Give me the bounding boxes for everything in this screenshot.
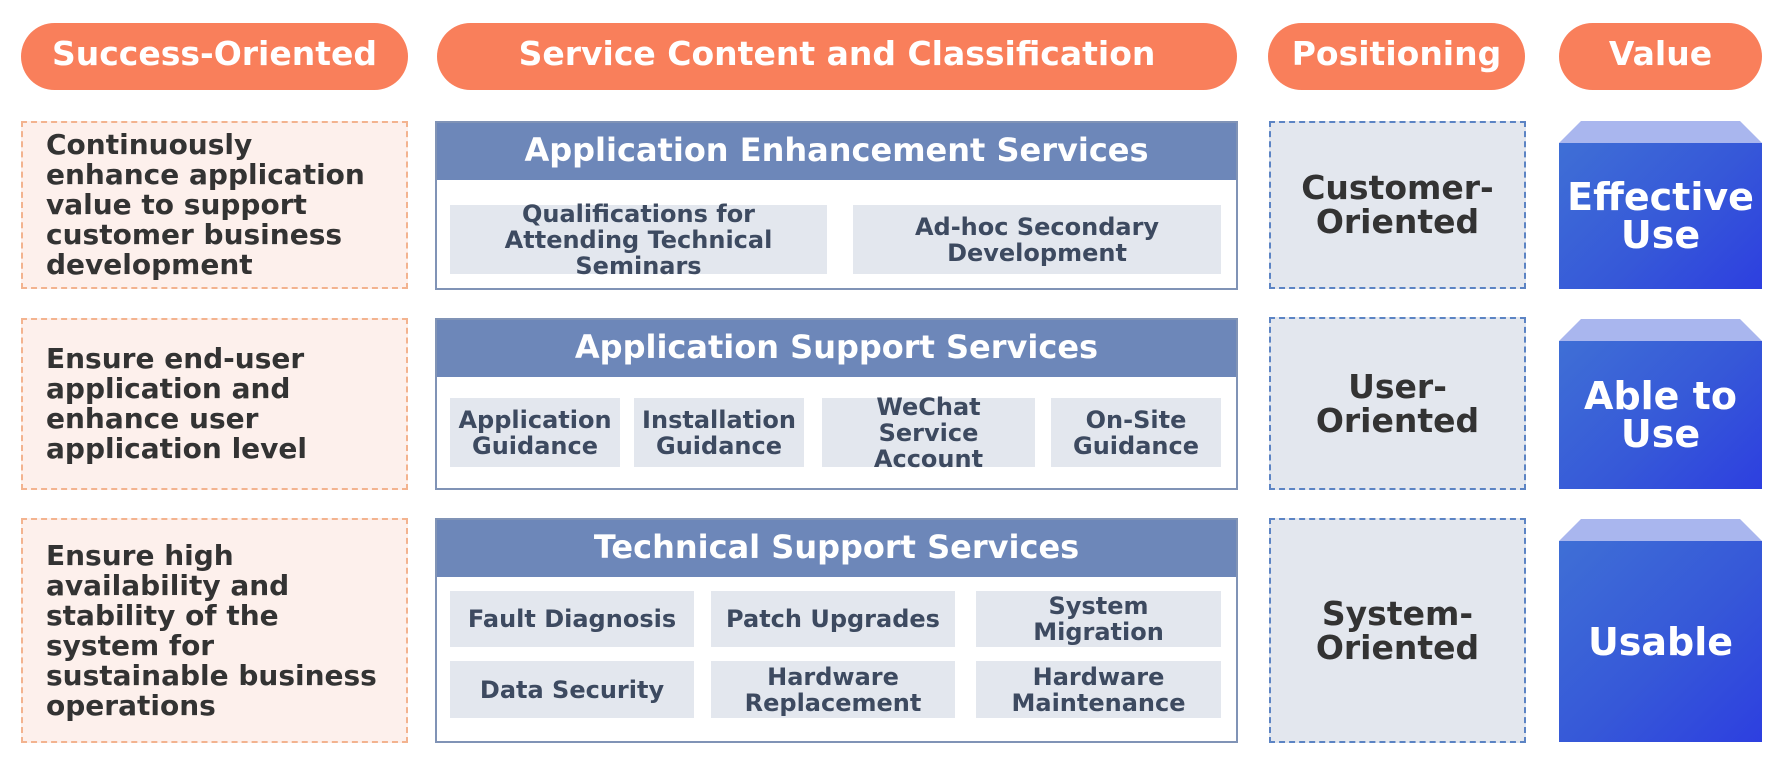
service-item: Patch Upgrades xyxy=(711,591,955,647)
value-text: Usable xyxy=(1559,541,1762,742)
header-positioning: Positioning xyxy=(1268,23,1525,90)
service-application-enhancement: Application Enhancement Services Qualifi… xyxy=(435,121,1238,290)
service-item: Qualifications for Attending Technical S… xyxy=(450,201,827,279)
header-success-oriented: Success-Oriented xyxy=(21,23,408,90)
value-cube-usable: Usable xyxy=(1559,519,1762,742)
positioning-text: User-Oriented xyxy=(1315,366,1480,440)
service-technical-support: Technical Support Services Fault Diagnos… xyxy=(435,518,1238,743)
service-item: System Migration xyxy=(976,591,1221,647)
value-cube-able-to-use: Able to Use xyxy=(1559,319,1762,489)
positioning-text: System-Oriented xyxy=(1315,593,1480,667)
cube-top xyxy=(1559,319,1762,341)
goal-row-1: Continuously enhance application value t… xyxy=(21,121,408,289)
cube-top xyxy=(1559,519,1762,541)
service-title: Application Support Services xyxy=(437,320,1236,377)
positioning-customer-oriented: Customer-Oriented xyxy=(1269,121,1526,289)
service-item: Hardware Maintenance xyxy=(976,661,1221,718)
service-item: WeChat Service Account xyxy=(822,394,1035,472)
service-item: Application Guidance xyxy=(450,398,620,467)
header-service-content: Service Content and Classification xyxy=(437,23,1237,90)
value-text: Effective Use xyxy=(1559,143,1762,289)
service-title: Technical Support Services xyxy=(437,520,1236,577)
service-item: Installation Guidance xyxy=(634,398,804,467)
cube-top xyxy=(1559,121,1762,143)
goal-row-2: Ensure end-user application and enhance … xyxy=(21,318,408,490)
positioning-text: Customer-Oriented xyxy=(1301,168,1494,241)
service-title: Application Enhancement Services xyxy=(437,123,1236,180)
positioning-user-oriented: User-Oriented xyxy=(1269,317,1526,490)
service-item: Hardware Replacement xyxy=(711,661,955,718)
header-value: Value xyxy=(1559,23,1762,90)
value-text: Able to Use xyxy=(1559,341,1762,489)
positioning-system-oriented: System-Oriented xyxy=(1269,518,1526,743)
goal-row-3: Ensure high availability and stability o… xyxy=(21,518,408,743)
service-item: Fault Diagnosis xyxy=(450,591,694,647)
goal-text: Ensure high availability and stability o… xyxy=(46,538,377,722)
service-item: Ad-hoc Secondary Development xyxy=(853,205,1221,274)
goal-text: Ensure end-user application and enhance … xyxy=(46,342,307,465)
service-item: On-Site Guidance xyxy=(1051,398,1221,467)
goal-text: Continuously enhance application value t… xyxy=(46,128,365,281)
value-cube-effective-use: Effective Use xyxy=(1559,121,1762,289)
service-item: Data Security xyxy=(450,661,694,718)
service-application-support: Application Support Services Application… xyxy=(435,318,1238,490)
